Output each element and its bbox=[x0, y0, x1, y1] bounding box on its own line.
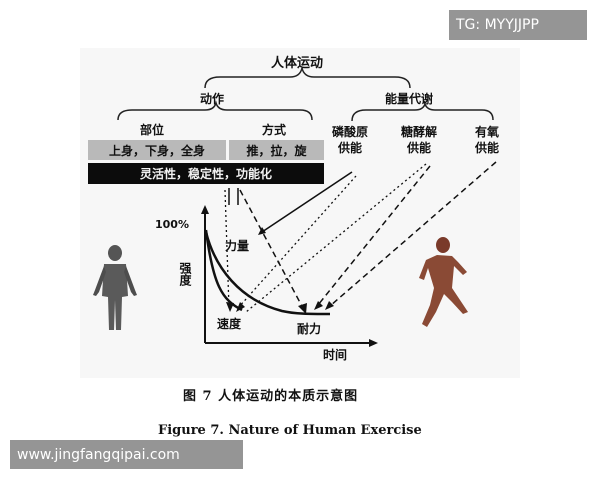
x-axis-arrow bbox=[369, 339, 378, 347]
arrowhead-5 bbox=[314, 301, 323, 310]
tg-watermark-badge: TG: MYYJJPP bbox=[449, 10, 587, 40]
arrowhead-1 bbox=[226, 302, 234, 312]
figure-caption-english: Figure 7. Nature of Human Exercise bbox=[158, 423, 422, 438]
energy-source-line1: 有氧 bbox=[475, 125, 500, 139]
human-exercise-title: 人体运动 bbox=[271, 56, 324, 71]
arrowhead-3 bbox=[258, 227, 266, 235]
phosphagen-line bbox=[261, 171, 353, 233]
figure-panel bbox=[80, 48, 520, 378]
body-parts-box: 上身，下身，全身 bbox=[88, 140, 226, 160]
energy-source-line1: 磷酸原 bbox=[332, 125, 369, 139]
movement-method-label: 方式 bbox=[262, 123, 287, 137]
action-branch-label: 动作 bbox=[200, 92, 225, 106]
energy-source-glycolysis: 糖酵解 供能 bbox=[401, 124, 437, 156]
dashed-line-b bbox=[239, 189, 305, 311]
energy-source-line2: 供能 bbox=[338, 141, 363, 155]
energy-source-line2: 供能 bbox=[407, 141, 432, 155]
arrowhead-6 bbox=[325, 301, 334, 310]
aerobic-dashed bbox=[329, 161, 497, 307]
strength-curve-label: 力量 bbox=[225, 239, 250, 253]
energy-metabolism-branch-label: 能量代谢 bbox=[385, 92, 434, 106]
right-brace bbox=[351, 101, 494, 122]
arrowhead-4 bbox=[236, 302, 245, 312]
speed-curve bbox=[204, 231, 331, 316]
glycolysis-dotted bbox=[245, 163, 427, 313]
figure-caption-chinese: 图 7 人体运动的本质示意图 bbox=[183, 389, 359, 404]
y-axis-max-label: 100% bbox=[155, 218, 189, 231]
top-brace bbox=[204, 67, 411, 89]
movement-methods-box: 推，拉，旋 bbox=[229, 140, 324, 160]
energy-source-phosphagen: 磷酸原 供能 bbox=[332, 124, 368, 156]
y-axis-arrow bbox=[201, 205, 209, 214]
energy-source-aerobic: 有氧 供能 bbox=[475, 124, 499, 156]
left-brace bbox=[117, 100, 313, 121]
website-watermark-badge: www.jingfangqipai.com bbox=[10, 440, 243, 469]
movement-qualities-box: 灵活性，稳定性，功能化 bbox=[88, 163, 324, 184]
strength-curve bbox=[204, 229, 243, 312]
x-axis-label: 时间 bbox=[323, 348, 348, 362]
body-part-label: 部位 bbox=[140, 123, 165, 137]
speed-curve-label: 速度 bbox=[217, 317, 242, 331]
energy-source-line2: 供能 bbox=[475, 141, 500, 155]
arrowhead-2 bbox=[298, 303, 307, 314]
energy-source-line1: 糖酵解 bbox=[401, 125, 438, 139]
endurance-curve-label: 耐力 bbox=[297, 322, 322, 336]
y-axis-label: 强度 bbox=[178, 262, 192, 286]
